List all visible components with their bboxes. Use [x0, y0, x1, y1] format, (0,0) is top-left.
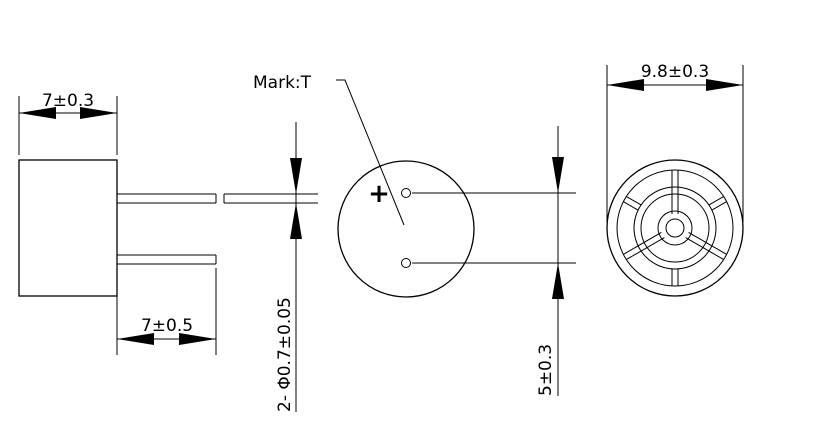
- lead-break-segment: [223, 193, 318, 204]
- mark-label: Mark:T: [253, 73, 312, 93]
- front-view-ribs: [623, 170, 727, 261]
- dim-pin-spacing-label: 5±0.3: [536, 344, 556, 396]
- bottom-view: + Mark:T 5±0.3: [253, 73, 576, 396]
- polarity-plus-mark: +: [368, 179, 390, 209]
- pin-negative: [401, 258, 411, 268]
- dim-body-thickness-label: 7±0.3: [42, 91, 94, 111]
- bottom-view-outline: [337, 160, 475, 298]
- side-view-lead-top: [117, 193, 217, 204]
- side-view-body: [18, 159, 118, 297]
- mark-leader-line: [336, 79, 405, 226]
- side-view: 7±0.3 7±0.5 2- Φ0.7±0.05: [18, 91, 318, 412]
- dim-outer-diameter-label: 9.8±0.3: [641, 62, 709, 82]
- front-view-outer-ticks: [623, 195, 727, 286]
- dim-lead-diameter-label: 2- Φ0.7±0.05: [275, 297, 295, 412]
- dim-body-thickness: 7±0.3: [18, 91, 118, 155]
- side-view-lead-bottom: [117, 254, 217, 265]
- pin-positive: [401, 188, 411, 198]
- front-view: 9.8±0.3: [606, 62, 744, 297]
- dim-outer-diameter: 9.8±0.3: [606, 62, 744, 222]
- dim-lead-length-label: 7±0.5: [141, 316, 193, 336]
- dim-pin-spacing: 5±0.3: [412, 126, 576, 396]
- dim-lead-length: 7±0.5: [116, 268, 217, 355]
- dim-lead-diameter: 2- Φ0.7±0.05: [275, 122, 302, 412]
